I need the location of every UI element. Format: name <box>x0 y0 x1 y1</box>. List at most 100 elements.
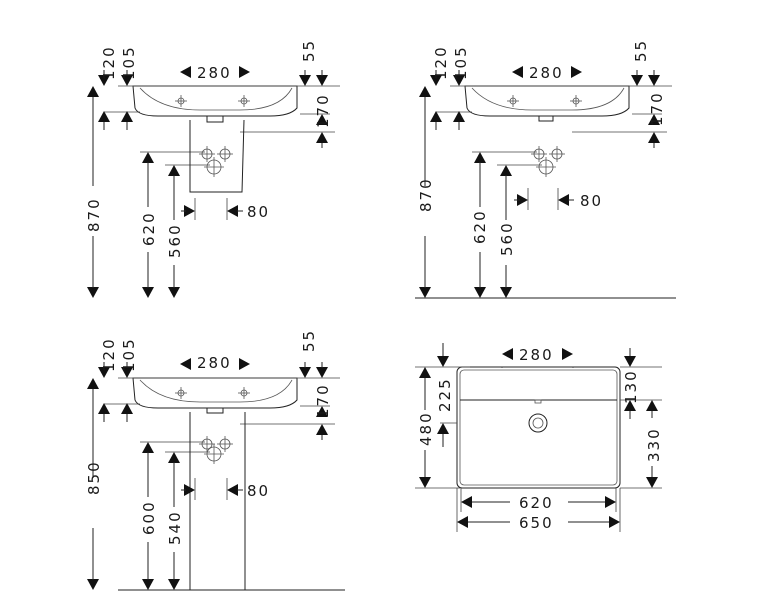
dim-280: 280 <box>197 64 232 82</box>
dim-55: 55 <box>300 329 318 352</box>
basin-profile <box>464 85 630 117</box>
basin-outline <box>456 366 621 489</box>
arrowhead <box>419 86 431 97</box>
arrowhead <box>624 400 636 411</box>
arrowhead <box>512 66 523 78</box>
basin-inner-curve <box>139 379 293 403</box>
arrowhead <box>87 287 99 298</box>
view-wall-semi-pedestal: 120 105 280 55 170 870 620 560 80 <box>85 39 332 258</box>
dim-560: 560 <box>166 223 184 258</box>
arrowhead <box>624 356 636 367</box>
arrowhead <box>419 367 431 378</box>
basin-inner-outline <box>459 369 618 486</box>
arrowhead <box>121 403 133 414</box>
dim-170: 170 <box>314 383 332 418</box>
dim-120: 120 <box>432 45 450 80</box>
arrowhead <box>453 75 465 86</box>
dim-280: 280 <box>519 346 554 364</box>
dim-280: 280 <box>197 354 232 372</box>
arrowhead <box>168 579 180 590</box>
dim-105: 105 <box>452 45 470 80</box>
arrowhead <box>184 205 195 217</box>
dim-650: 650 <box>519 514 554 532</box>
arrowhead <box>437 356 449 367</box>
arrowhead <box>316 424 328 435</box>
arrowhead <box>419 477 431 488</box>
arrowhead <box>299 75 311 86</box>
arrowhead <box>227 205 238 217</box>
arrowhead <box>609 516 620 528</box>
dim-600: 600 <box>140 500 158 535</box>
dim-170: 170 <box>314 93 332 128</box>
drawing-geometry <box>87 66 676 591</box>
arrowhead <box>500 165 512 176</box>
arrowhead <box>98 367 110 378</box>
overflow <box>534 399 542 404</box>
arrowhead <box>631 75 643 86</box>
waste-outlet <box>538 115 554 122</box>
drain <box>528 413 548 433</box>
dim-560: 560 <box>498 221 516 256</box>
arrowhead <box>474 152 486 163</box>
dim-870: 870 <box>85 197 103 232</box>
basin-profile <box>132 377 298 409</box>
arrowhead <box>605 496 616 508</box>
arrowhead <box>87 378 99 389</box>
arrowhead <box>474 287 486 298</box>
arrowhead <box>239 66 250 78</box>
dim-55: 55 <box>300 39 318 62</box>
view-wall-no-pedestal: 120 105 280 55 170 870 620 560 80 <box>417 39 666 256</box>
arrowhead <box>316 406 328 417</box>
dim-620: 620 <box>471 209 489 244</box>
basin-profile <box>132 85 298 117</box>
arrowhead <box>430 111 442 122</box>
arrowhead <box>239 358 250 370</box>
dim-225: 225 <box>436 377 454 412</box>
dim-280: 280 <box>529 64 564 82</box>
arrowhead <box>299 367 311 378</box>
dim-330: 330 <box>645 427 663 462</box>
arrowhead <box>558 194 569 206</box>
arrowhead <box>168 165 180 176</box>
arrowhead <box>87 579 99 590</box>
waste-outlet <box>206 407 224 414</box>
dim-540: 540 <box>166 510 184 545</box>
dim-80: 80 <box>580 192 603 210</box>
arrowhead <box>316 132 328 143</box>
dim-480: 480 <box>417 411 435 446</box>
arrowhead <box>121 111 133 122</box>
dim-80: 80 <box>247 203 270 221</box>
arrowhead <box>98 403 110 414</box>
arrowhead <box>461 496 472 508</box>
arrowhead <box>142 152 154 163</box>
waste-outlet <box>206 115 224 123</box>
arrowhead <box>316 114 328 125</box>
dim-120: 120 <box>100 45 118 80</box>
arrowhead <box>571 66 582 78</box>
semi-pedestal <box>189 119 245 193</box>
dim-80: 80 <box>247 482 270 500</box>
dim-55: 55 <box>632 39 650 62</box>
dim-850: 850 <box>85 460 103 495</box>
arrowhead <box>648 75 660 86</box>
dim-620: 620 <box>519 494 554 512</box>
arrowhead <box>419 287 431 298</box>
arrowhead <box>453 111 465 122</box>
arrowhead <box>316 367 328 378</box>
arrowhead <box>316 75 328 86</box>
dim-170: 170 <box>648 91 666 126</box>
arrowhead <box>180 66 191 78</box>
basin-inner-curve <box>471 87 625 111</box>
dim-870: 870 <box>417 177 435 212</box>
arrowhead <box>646 400 658 411</box>
arrowhead <box>87 86 99 97</box>
arrowhead <box>121 75 133 86</box>
arrowhead <box>648 132 660 143</box>
arrowhead <box>142 442 154 453</box>
dim-105: 105 <box>120 337 138 372</box>
arrowhead <box>227 484 238 496</box>
view-top: 280 225 480 130 330 620 650 <box>417 346 663 532</box>
arrowhead <box>562 348 573 360</box>
arrowhead <box>180 358 191 370</box>
